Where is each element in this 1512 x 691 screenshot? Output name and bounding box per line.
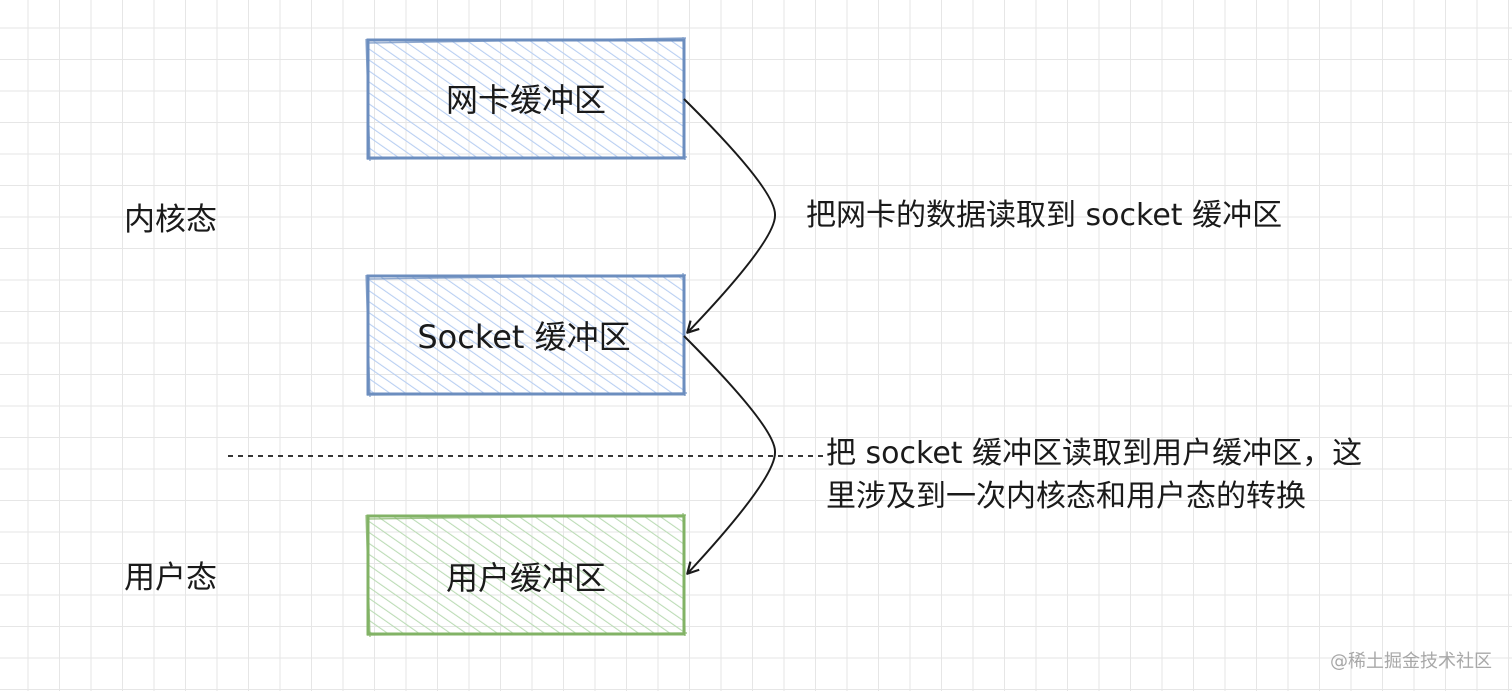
nic-buffer-sketch-border [365, 36, 688, 162]
socket-buffer-node[interactable]: Socket 缓冲区 [365, 272, 688, 398]
edge-nic-to-socket[interactable] [683, 98, 777, 334]
edge-label-socket-to-user-line-1: 把 socket 缓冲区读取到用户缓冲区，这 [826, 436, 1362, 471]
user-mode-label: 用户态 [124, 560, 217, 596]
socket-buffer-label: Socket 缓冲区 [417, 318, 630, 356]
socket-buffer-fill [368, 276, 684, 394]
edge-socket-to-user[interactable] [683, 335, 777, 575]
kernel-mode-label: 内核态 [124, 202, 217, 238]
socket-buffer-sketch-border [365, 272, 688, 398]
edge-label-nic-to-socket: 把网卡的数据读取到 socket 缓冲区 [806, 198, 1282, 233]
nic-buffer-node[interactable]: 网卡缓冲区 [365, 36, 688, 162]
user-buffer-node[interactable]: 用户缓冲区 [365, 512, 688, 638]
nic-buffer-label: 网卡缓冲区 [446, 81, 606, 119]
user-buffer-label: 用户缓冲区 [446, 559, 606, 597]
watermark-text: @稀土掘金技术社区 [1330, 651, 1492, 672]
nic-buffer-fill [368, 40, 684, 158]
user-buffer-sketch-border [365, 512, 688, 638]
edge-label-socket-to-user-line-2: 里涉及到一次内核态和用户态的转换 [826, 479, 1306, 514]
user-buffer-fill [368, 516, 684, 634]
